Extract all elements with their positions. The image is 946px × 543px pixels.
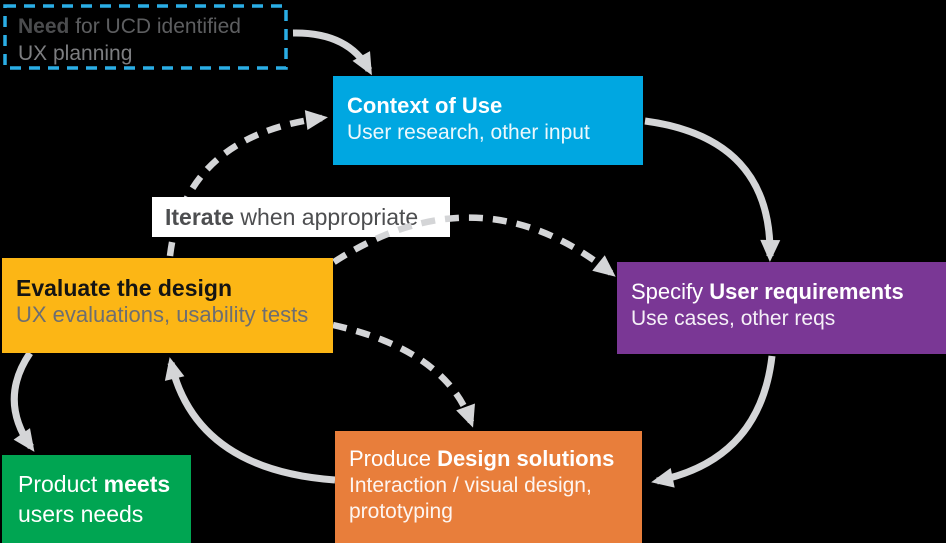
need-note-line1: Need for UCD identified <box>18 13 241 40</box>
need-note: Need for UCD identified UX planning <box>18 13 241 67</box>
iterate-label-bold: Iterate <box>165 204 235 230</box>
specify-title-normal: Specify <box>631 279 710 304</box>
evaluate-design-box: Evaluate the design UX evaluations, usab… <box>2 258 333 353</box>
iterate-label-rest: when appropriate <box>234 204 419 230</box>
product-line2: users needs <box>18 501 144 527</box>
product-line1: Product meets <box>18 469 191 499</box>
product-line1-normal: Product <box>18 471 104 497</box>
produce-solutions-box: Produce Design solutions Interaction / v… <box>335 431 642 543</box>
specify-requirements-subtitle: Use cases, other reqs <box>631 307 836 330</box>
need-note-bold: Need <box>18 15 70 38</box>
need-note-line2: UX planning <box>18 42 133 65</box>
produce-title-normal: Produce <box>349 446 438 471</box>
arrow-need-to-context <box>292 29 373 76</box>
evaluate-design-subtitle: UX evaluations, usability tests <box>16 302 309 327</box>
context-of-use-box: Context of Use User research, other inpu… <box>333 76 643 165</box>
product-line1-bold: meets <box>103 471 171 497</box>
produce-title-bold: Design solutions <box>437 446 615 471</box>
specify-requirements-title: Specify User requirements <box>631 278 946 306</box>
arrow-evaluate-to-product <box>10 351 35 452</box>
dashed-arrow-evaluate-to-produce <box>332 321 475 428</box>
context-of-use-title: Context of Use <box>347 93 503 118</box>
specify-title-bold: User requirements <box>709 279 904 304</box>
need-note-rest: for UCD identified <box>69 15 241 38</box>
specify-requirements-box: Specify User requirements Use cases, oth… <box>617 262 946 354</box>
product-meets-needs-box: Product meets users needs <box>2 455 191 543</box>
iterate-label: Iterate when appropriate <box>152 197 450 237</box>
produce-solutions-subtitle-line1: Interaction / visual design, <box>349 474 592 497</box>
produce-solutions-subtitle-line2: prototyping <box>349 500 453 523</box>
arrow-context-to-specify <box>644 117 781 262</box>
evaluate-design-title: Evaluate the design <box>16 275 233 301</box>
produce-solutions-title: Produce Design solutions <box>349 445 642 473</box>
context-of-use-subtitle: User research, other input <box>347 121 590 144</box>
arrow-specify-to-produce <box>651 355 776 488</box>
arrow-produce-to-evaluate <box>164 357 336 484</box>
